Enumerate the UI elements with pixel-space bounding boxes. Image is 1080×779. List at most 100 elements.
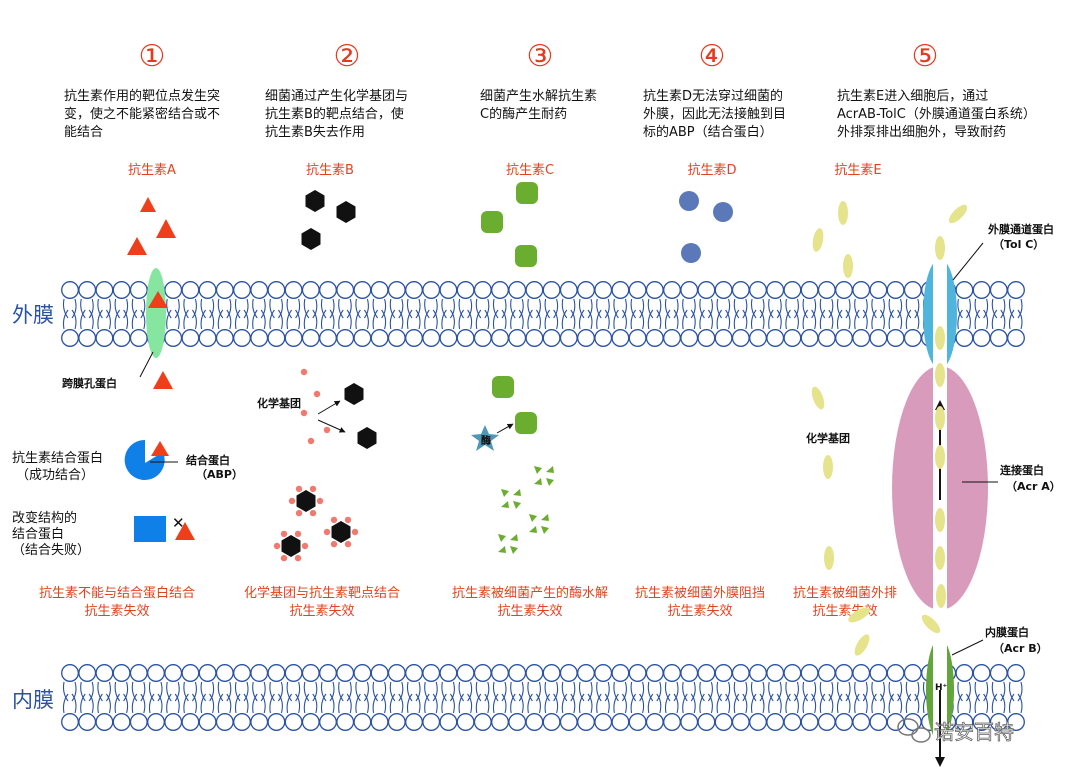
outer-membrane-lipid-tail <box>114 298 129 319</box>
inner-membrane-lipid-head <box>439 664 458 682</box>
outer-membrane-lipid-head <box>1007 281 1025 299</box>
wechat-icon <box>897 718 931 743</box>
outer-membrane-lipid-tail <box>338 309 352 330</box>
inner-membrane-lipid-head <box>112 664 131 682</box>
inner-membrane-lipid-head <box>628 713 647 731</box>
outer-membrane-lipid-head <box>663 329 681 347</box>
mechanism-2-header: ② 细菌通过产生化学基团与 抗生素B的靶点结合，使 抗生素B失去作用 抗生素B <box>265 39 408 178</box>
outer-membrane-lipid-head <box>542 281 561 299</box>
outer-membrane-lipid-tail <box>269 298 283 319</box>
antibiotic-c-square <box>515 245 537 267</box>
mechanism-1-number: ① <box>139 39 166 74</box>
inner-membrane-lipid-tail <box>647 693 662 714</box>
mechanism-2-number: ② <box>334 39 361 74</box>
antibiotic-e-ellipse <box>935 406 945 430</box>
outer-membrane-lipid-tail <box>561 298 576 319</box>
outer-membrane-lipid-head <box>473 329 492 347</box>
inner-membrane-lipid-head <box>508 664 527 682</box>
inner-membrane-lipid-tail <box>286 681 301 702</box>
outer-membrane-lipid-tail <box>406 298 421 319</box>
outer-membrane-lipid-tail <box>217 298 232 319</box>
inner-membrane-lipid-tail <box>62 693 77 714</box>
inner-membrane-lipid-head <box>147 664 165 682</box>
outer-membrane-lipid-head <box>215 329 234 347</box>
outer-membrane-lipid-head <box>697 329 716 347</box>
chemical-group-dot <box>288 497 296 505</box>
inner-membrane-lipid-head <box>542 713 561 731</box>
outer-membrane-lipid-head <box>766 281 785 299</box>
outer-membrane-lipid-head <box>439 329 458 347</box>
inner-membrane-lipid-head <box>405 664 423 682</box>
outer-membrane-lipid-tail <box>338 298 352 319</box>
antibiotic-c-fragment <box>498 534 506 542</box>
outer-membrane-lipid-head <box>886 329 905 347</box>
outer-membrane-lipid-head <box>95 329 114 347</box>
inner-membrane-lipid-tail <box>406 693 421 714</box>
inner-membrane-lipid-tail <box>1008 681 1023 702</box>
outer-membrane-lipid-head <box>972 329 991 347</box>
inner-membrane-lipid-head <box>439 713 458 731</box>
outer-membrane-lipid-head <box>95 281 114 299</box>
chemical-group-dot <box>294 530 302 538</box>
outer-membrane-lipid-head <box>439 281 458 299</box>
abp-fail-label: 改变结构的 <box>12 510 77 526</box>
outer-membrane-lipid-tail <box>578 309 593 330</box>
inner-membrane-lipid-tail <box>475 681 490 702</box>
inner-membrane-lipid-head <box>714 664 733 682</box>
inner-membrane-lipid-head <box>663 664 681 682</box>
outer-membrane-lipid-head <box>989 329 1008 347</box>
antibiotic-d-circle <box>679 191 699 211</box>
outer-membrane-lipid-head <box>903 281 922 299</box>
outer-membrane-lipid-tail <box>974 309 989 330</box>
outer-membrane-lipid-tail <box>991 309 1006 330</box>
outer-membrane-lipid-head <box>680 281 699 299</box>
outer-membrane-lipid-head <box>663 281 681 299</box>
outer-membrane-lipid-tail <box>957 309 971 330</box>
inner-membrane-lipid-head <box>594 664 613 682</box>
chemical-group-dot <box>323 528 331 536</box>
outer-membrane-lipid-tail <box>234 298 249 319</box>
inner-membrane-lipid-tail <box>750 681 765 702</box>
inner-membrane-lipid-tail <box>733 681 748 702</box>
chemical-group-dot <box>313 390 321 398</box>
inner-membrane-lipid-head <box>800 713 819 731</box>
outer-membrane-lipid-head <box>749 329 767 347</box>
inner-membrane-lipid-head <box>456 664 475 682</box>
antibiotic-c-fragment <box>513 489 521 496</box>
inner-membrane-lipid-tail <box>733 693 748 714</box>
inner-membrane-lipid-tail <box>166 681 180 702</box>
inner-membrane-label: 内膜 <box>12 688 54 712</box>
antibiotic-c-fragment <box>529 514 537 522</box>
outer-membrane-lipid-head <box>164 329 183 347</box>
outer-membrane-lipid-head <box>198 329 217 347</box>
inner-membrane-lipid-tail <box>768 693 782 714</box>
inner-membrane-lipid-tail <box>854 681 868 702</box>
outer-membrane-lipid-tail <box>441 298 455 319</box>
inner-membrane-lipid-tail <box>114 693 129 714</box>
inner-membrane-lipid-tail <box>785 693 799 714</box>
antibiotic-e-ellipse <box>936 584 946 608</box>
inner-membrane-lipid-head <box>645 713 664 731</box>
inner-membrane-lipid-tail <box>957 693 971 714</box>
inner-membrane-lipid-head <box>886 713 905 731</box>
antibiotic-c-fragment <box>510 546 518 554</box>
inner-membrane-lipid-tail <box>114 681 129 702</box>
outer-membrane-lipid-head <box>817 329 836 347</box>
outer-membrane-lipid-tail <box>905 309 920 330</box>
inner-membrane-lipid-tail <box>527 681 541 702</box>
inner-membrane-lipid-head <box>611 664 630 682</box>
mechanism-3-desc-line: 细菌产生水解抗生素 <box>480 89 597 104</box>
antibiotic-d-label: 抗生素D <box>687 163 736 178</box>
inner-membrane-lipid-tail <box>80 693 94 714</box>
inner-membrane-lipid-head <box>731 713 750 731</box>
outer-membrane-lipid-tail <box>303 309 318 330</box>
mechanism-4-desc-line: 外膜，因此无法接触到目 <box>643 106 786 122</box>
inner-membrane-lipid-head <box>422 664 441 682</box>
inner-membrane-lipid-head <box>714 713 733 731</box>
outer-membrane-lipid-tail <box>458 309 473 330</box>
outer-membrane-lipid-tail <box>355 309 369 330</box>
abp-success-label: 抗生素结合蛋白 <box>12 450 103 466</box>
inner-membrane-lipid-head <box>370 713 389 731</box>
inner-membrane-lipid-tail <box>716 693 731 714</box>
